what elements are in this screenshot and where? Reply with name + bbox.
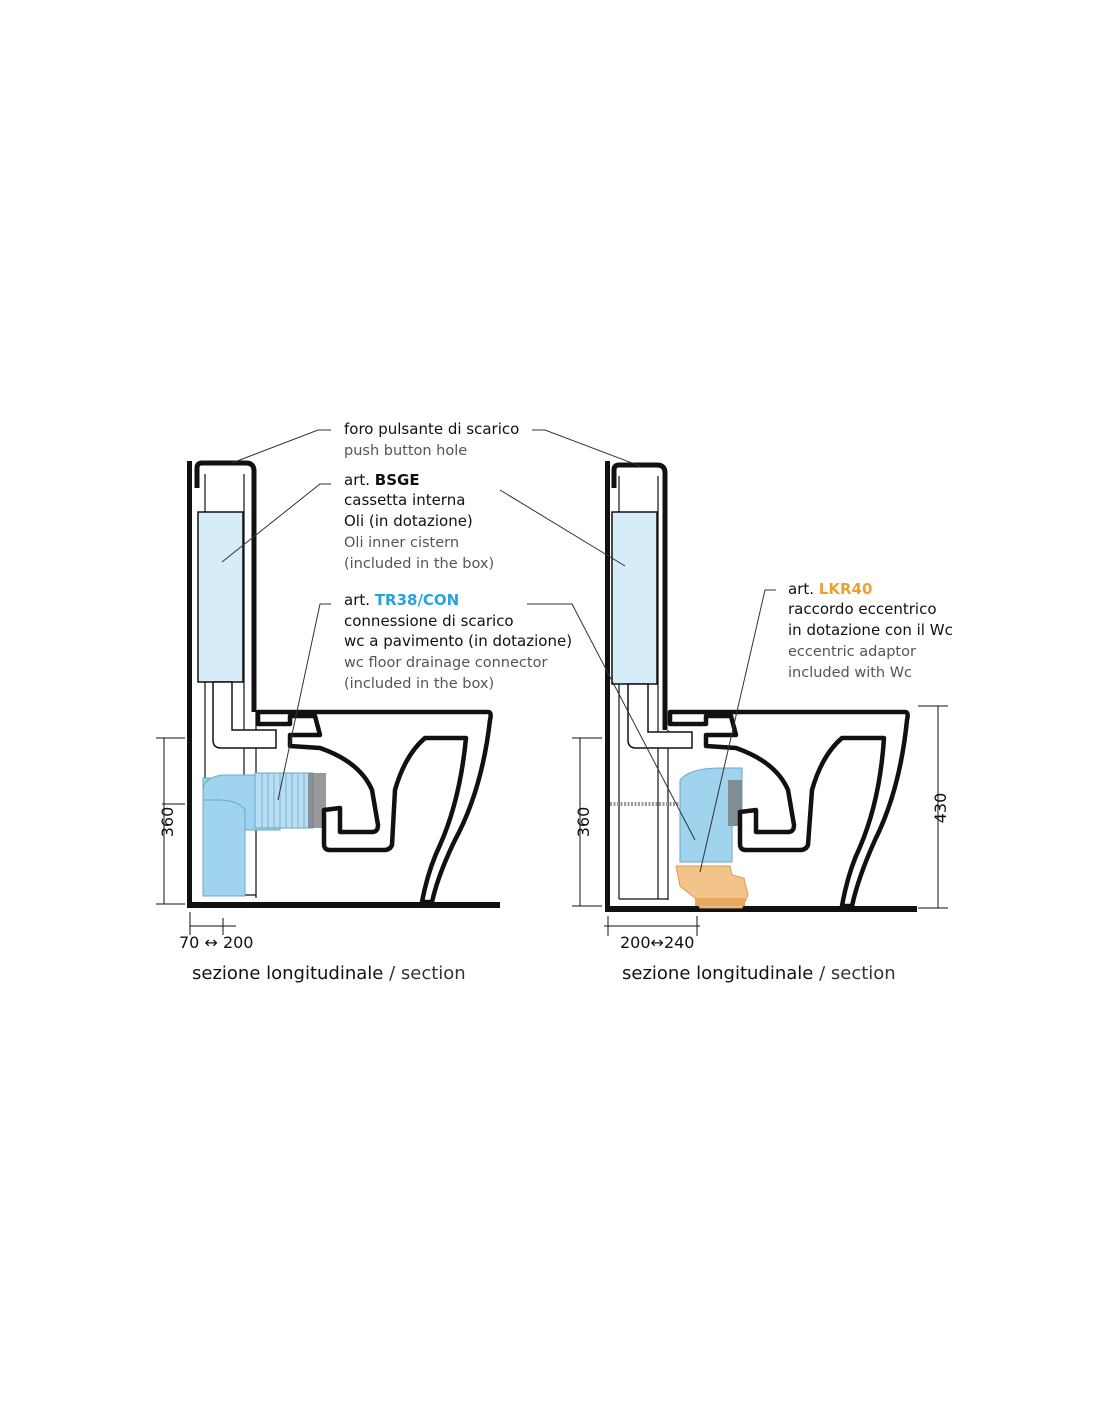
left-bowl [255, 709, 493, 905]
left-flush-pipe [212, 681, 277, 749]
left-caption-it: sezione longitudinale [192, 963, 383, 984]
right-adapter-prefix: art. [788, 580, 819, 598]
right-drain-pipe [679, 767, 743, 863]
left-caption-en: section [401, 963, 466, 984]
left-leaders [221, 429, 331, 801]
left-cistern-it1: cassetta interna [344, 491, 465, 509]
left-cistern-code: BSGE [375, 471, 420, 489]
left-wall [187, 461, 192, 903]
right-caption-sep: / [813, 963, 831, 984]
left-caption: sezione longitudinale / section [192, 963, 466, 984]
left-push-label-en: push button hole [344, 443, 467, 459]
left-connector-it2: wc a pavimento (in dotazione) [344, 632, 572, 650]
right-dim-height-right: 430 [931, 793, 950, 824]
left-cistern [197, 511, 244, 683]
right-dimensions [572, 705, 948, 936]
left-dimensions [156, 737, 236, 935]
right-leaders [499, 429, 776, 873]
left-connector-en1: wc floor drainage connector [344, 655, 547, 671]
right-adapter-it2: in dotazione con il Wc [788, 621, 953, 639]
left-connector [254, 772, 314, 829]
right-floor [605, 906, 917, 912]
left-push-label-it: foro pulsante di scarico [344, 420, 519, 438]
left-caption-sep: / [383, 963, 401, 984]
left-connector-label: art. TR38/CON [344, 591, 459, 609]
left-connector-en2: (included in the box) [344, 676, 494, 692]
right-adapter-en1: eccentric adaptor [788, 644, 916, 660]
right-adapter-it1: raccordo eccentrico [788, 600, 937, 618]
right-section-drawing [605, 461, 917, 912]
left-connector-prefix: art. [344, 591, 375, 609]
right-dim-horizontal: 200↔240 [620, 933, 694, 952]
right-caption-en: section [831, 963, 896, 984]
right-caption-it: sezione longitudinale [622, 963, 813, 984]
right-flush-pipe [627, 683, 693, 749]
right-wall [605, 461, 610, 910]
left-frame-top [194, 460, 257, 712]
left-section-drawing [187, 460, 500, 908]
right-adapter-en2: included with Wc [788, 665, 912, 681]
left-cistern-it2: Oli (in dotazione) [344, 512, 473, 530]
left-connector-it1: connessione di scarico [344, 612, 514, 630]
right-dim-height-left: 360 [574, 807, 593, 838]
right-adapter-label: art. LKR40 [788, 580, 872, 598]
right-bowl [667, 709, 910, 909]
left-dim-horizontal: 70 ↔ 200 [179, 933, 253, 952]
right-cistern [611, 511, 658, 685]
left-cistern-prefix: art. [344, 471, 375, 489]
left-connector-code: TR38/CON [375, 591, 459, 609]
right-caption: sezione longitudinale / section [622, 963, 896, 984]
left-dim-height: 360 [158, 807, 177, 838]
left-floor [187, 902, 500, 908]
left-cistern-en1: Oli inner cistern [344, 535, 459, 551]
right-adapter-code: LKR40 [819, 580, 873, 598]
left-cistern-en2: (included in the box) [344, 556, 494, 572]
left-cistern-label: art. BSGE [344, 471, 420, 489]
